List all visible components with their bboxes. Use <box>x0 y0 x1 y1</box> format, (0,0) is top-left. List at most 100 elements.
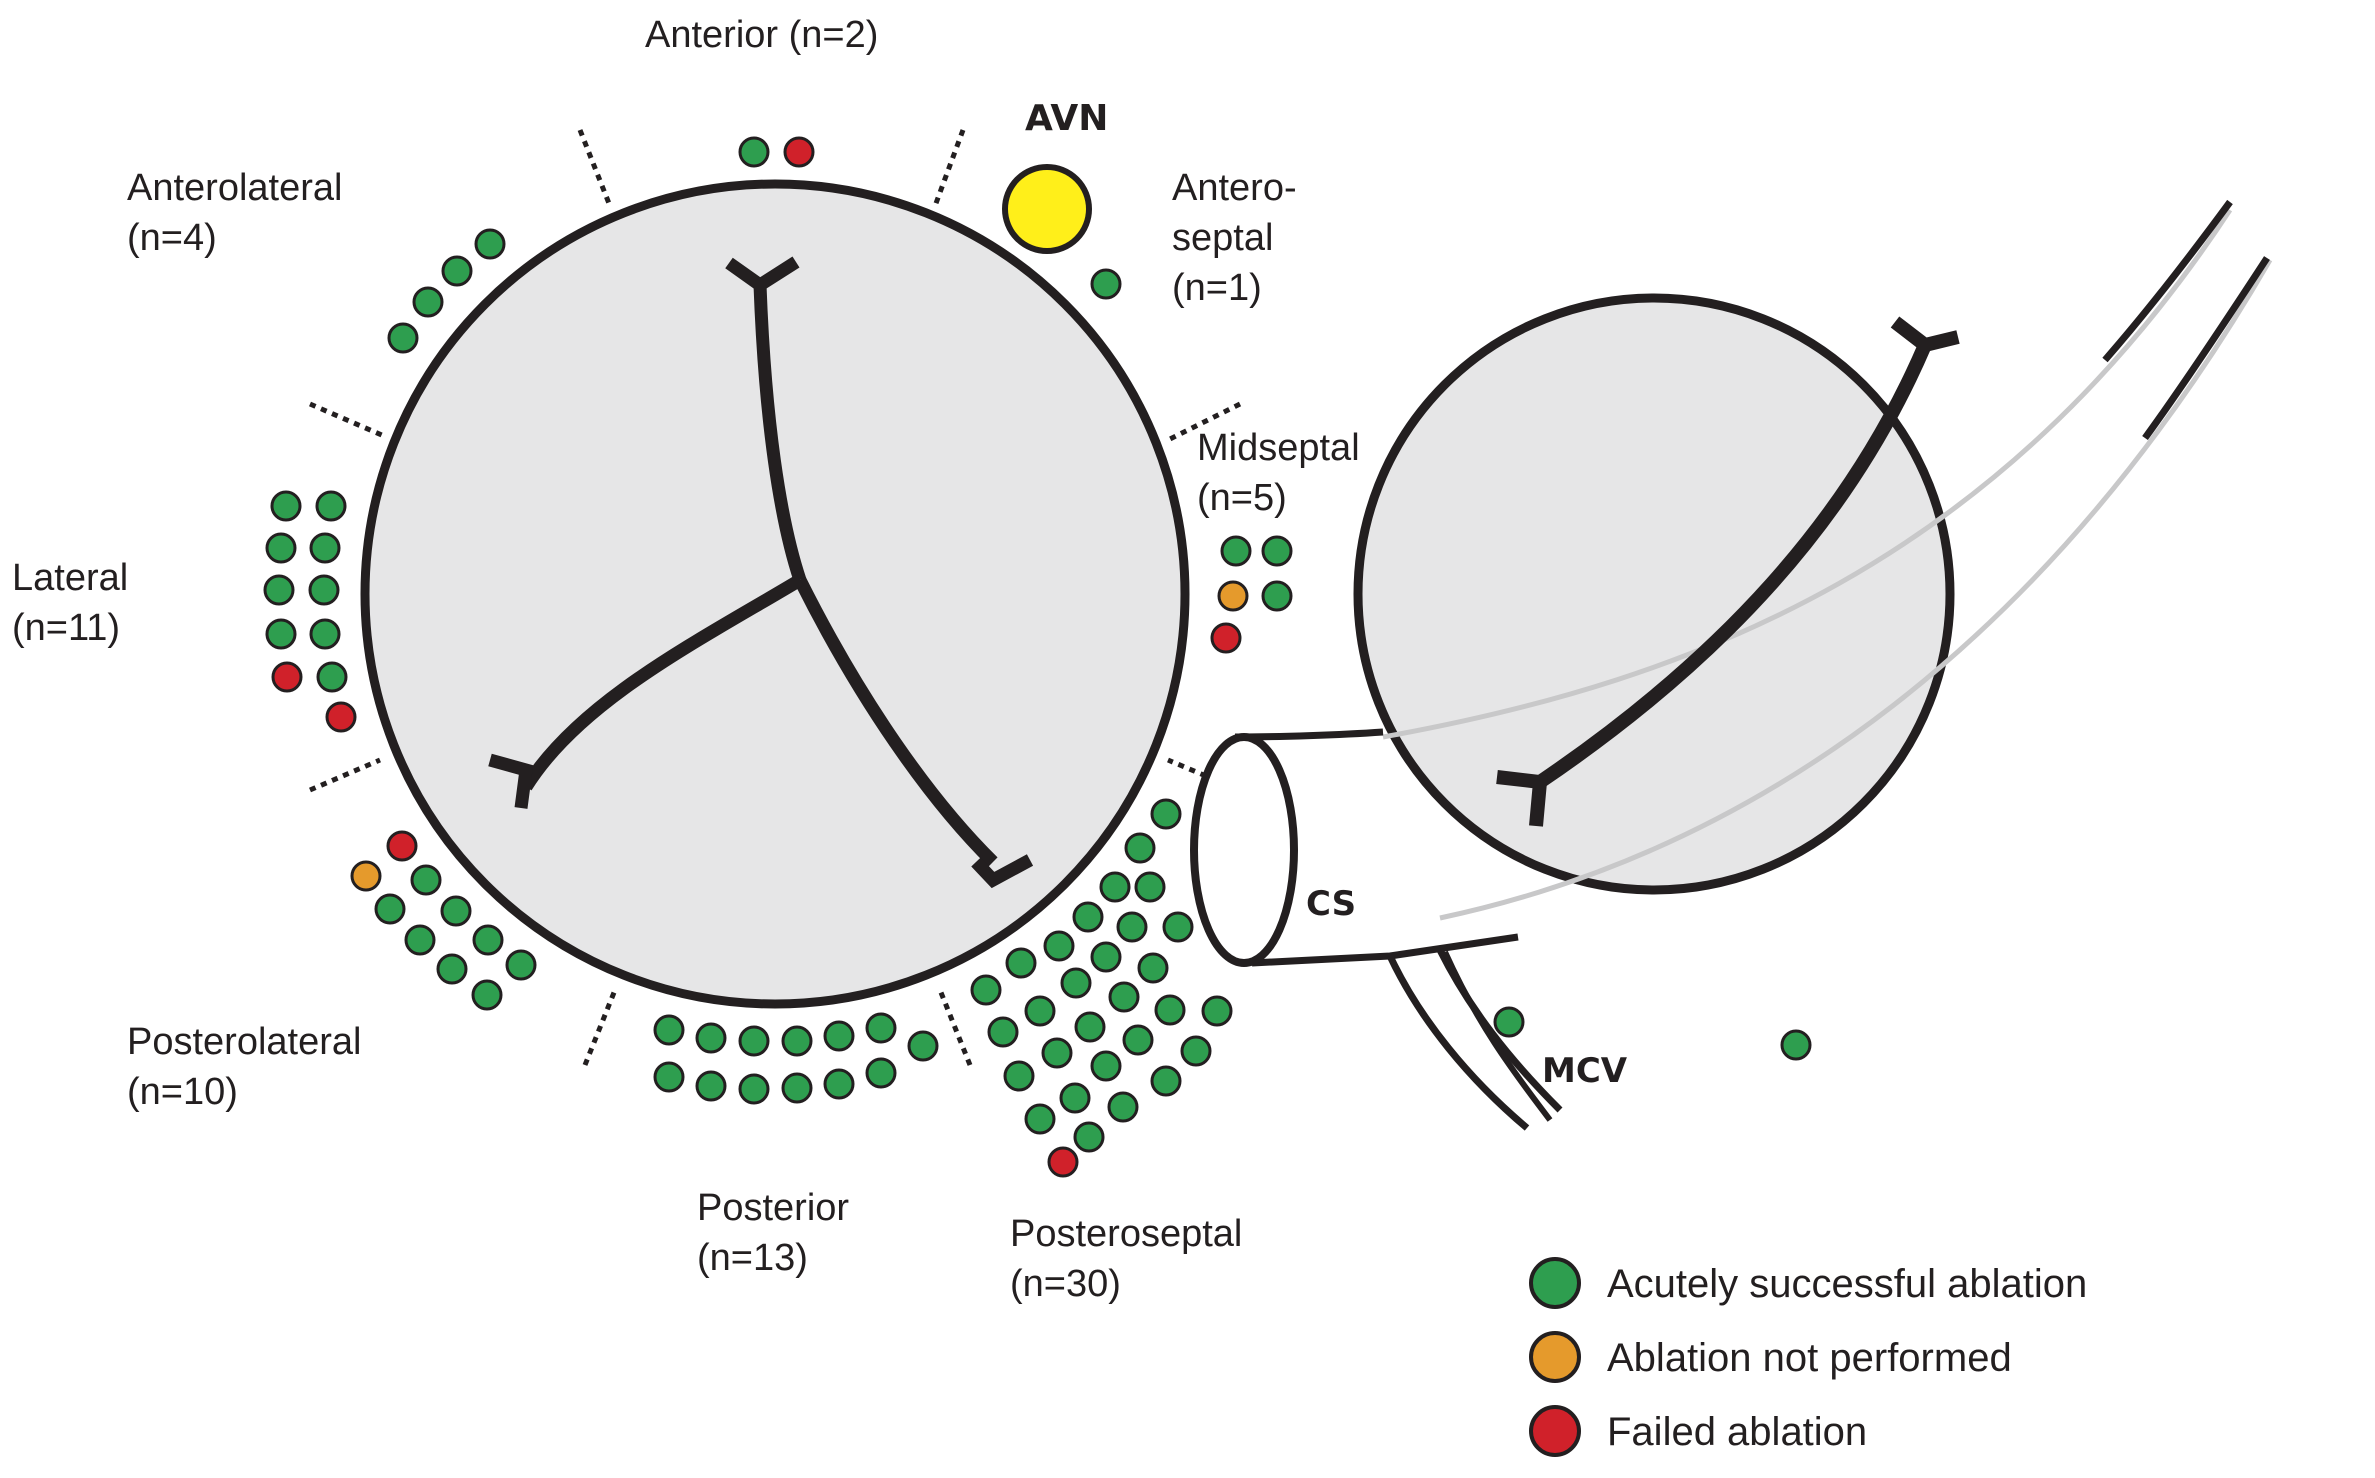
dot-posteroseptal-5 <box>1162 911 1194 943</box>
legend-label-failed: Failed ablation <box>1607 1410 1867 1454</box>
dot-posteroseptal-3 <box>1134 871 1166 903</box>
leaflet-line-anterior <box>753 284 807 583</box>
dot-posterolateral-9 <box>505 949 537 981</box>
dot-posterolateral-1 <box>386 830 418 862</box>
label-mcv: MCV <box>1542 1051 1628 1091</box>
label-anterolateral: Anterolateral (n=4) <box>127 167 353 259</box>
dot-posteroseptal-13 <box>1108 981 1140 1013</box>
dot-posterior-8 <box>653 1061 685 1093</box>
dot-lateral-2 <box>315 490 347 522</box>
separator-anterior-anteroseptal <box>932 129 966 207</box>
separator-anterolateral-anterior <box>577 129 613 207</box>
dot-posterolateral-10 <box>471 979 503 1011</box>
label-lateral: Lateral (n=11) <box>12 557 139 649</box>
right-valve-leaflet-end-bottom <box>1496 770 1548 827</box>
dot-posteroseptal-15 <box>1201 995 1233 1027</box>
dot-posteroseptal-29 <box>1073 1121 1105 1153</box>
dot-posteroseptal-2 <box>1124 832 1156 864</box>
dot-lateral-10 <box>316 661 348 693</box>
dot-posteroseptal-1 <box>1150 798 1182 830</box>
label-posteroseptal: Posteroseptal (n=30) <box>1010 1213 1253 1305</box>
separator-lateral-posterolateral <box>309 757 381 793</box>
leaflet-end-left <box>488 753 534 809</box>
dot-posterior-2 <box>695 1022 727 1054</box>
dot-posterior-3 <box>738 1025 770 1057</box>
dot-posteroseptal-26 <box>1059 1082 1091 1114</box>
dot-lateral-6 <box>308 574 340 606</box>
dot-anterolateral-2 <box>441 255 473 287</box>
label-cs: CS <box>1306 884 1356 924</box>
leaflet-end-right <box>971 854 1034 889</box>
cs-vessel-upper-faded <box>1382 208 2233 740</box>
mcv-vessel-left <box>1386 954 1530 1131</box>
label-midseptal: Midseptal (n=5) <box>1197 427 1370 519</box>
mitral-valve <box>360 179 1190 1009</box>
dot-lateral-4 <box>309 532 341 564</box>
dot-posterior-10 <box>738 1073 770 1105</box>
separator-posterolateral-posterior <box>582 989 618 1066</box>
dot-posterior-5 <box>823 1020 855 1052</box>
dot-anterolateral-3 <box>412 286 444 318</box>
dot-anterolateral-1 <box>474 228 506 260</box>
legend: Acutely successful ablation Ablation not… <box>1529 1257 2087 1457</box>
dot-lateral-11 <box>325 701 357 733</box>
legend-swatch-not-performed <box>1529 1331 1581 1383</box>
dot-posterior-6 <box>865 1012 897 1044</box>
dot-posteroseptal-16 <box>970 974 1002 1006</box>
dot-posteroseptal-22 <box>1041 1037 1073 1069</box>
avn-circle <box>1002 164 1092 254</box>
legend-swatch-failed <box>1529 1405 1581 1457</box>
dot-lateral-5 <box>263 574 295 606</box>
dot-posteroseptal-9 <box>1090 941 1122 973</box>
dot-posteroseptal-17 <box>1024 995 1056 1027</box>
separator-posterior-posteroseptal <box>937 989 973 1066</box>
dot-posteroseptal-27 <box>1107 1091 1139 1123</box>
dot-posteroseptal-7 <box>1072 901 1104 933</box>
label-posterior: Posterior (n=13) <box>697 1187 860 1279</box>
dot-lateral-7 <box>265 618 297 650</box>
dot-posterior-7 <box>907 1030 939 1062</box>
dot-lateral-8 <box>309 618 341 650</box>
dot-posterolateral-5 <box>440 895 472 927</box>
cs-vessel-upper <box>2102 199 2233 363</box>
legend-label-not-performed: Ablation not performed <box>1607 1336 2012 1380</box>
dot-posteroseptal-23 <box>1090 1050 1122 1082</box>
dot-posterior-9 <box>695 1070 727 1102</box>
right-valve-leaflet-end-top <box>1890 316 1960 353</box>
dot-posteroseptal-30 <box>1047 1146 1079 1178</box>
dot-midseptal-3 <box>1217 580 1249 612</box>
coronary-sinus <box>1190 199 2270 1131</box>
separator-anterolateral-lateral <box>309 401 385 439</box>
leaflet-end-top <box>725 256 800 293</box>
dot-posteroseptal-8 <box>1137 952 1169 984</box>
cs-tube-bottom <box>1251 933 1519 967</box>
dot-midseptal-4 <box>1261 580 1293 612</box>
dot-posterolateral-6 <box>404 924 436 956</box>
label-anterior: Anterior (n=2) <box>645 14 878 56</box>
legend-label-success: Acutely successful ablation <box>1607 1262 2087 1306</box>
label-posterolateral: Posterolateral (n=10) <box>127 1021 372 1113</box>
dot-posterior-1 <box>653 1014 685 1046</box>
legend-swatch-success <box>1529 1257 1581 1309</box>
dot-mcv-1 <box>1493 1006 1525 1038</box>
avn-label: AVN <box>1025 98 1108 139</box>
ablation-dots <box>263 136 1812 1178</box>
region-separators <box>309 129 1242 1066</box>
avn-marker: AVN <box>1002 98 1108 254</box>
dot-posteroseptal-28 <box>1024 1103 1056 1135</box>
dot-posteroseptal-18 <box>1074 1011 1106 1043</box>
dot-posterior-13 <box>865 1057 897 1089</box>
dot-posteroseptal-20 <box>1180 1035 1212 1067</box>
cs-vessel-upper-2 <box>2142 256 2270 441</box>
dot-posteroseptal-24 <box>1150 1065 1182 1097</box>
mcv-vessel-inner <box>1442 950 1553 1122</box>
right-valve-circle <box>1353 293 1955 895</box>
cs-ostium <box>1190 733 1298 967</box>
dot-posteroseptal-19 <box>1122 1024 1154 1056</box>
dot-anterior-2 <box>783 136 815 168</box>
label-anteroseptal: Antero- septal (n=1) <box>1172 167 1307 309</box>
dot-midseptal-2 <box>1261 535 1293 567</box>
separator-anteroseptal-midseptal <box>1166 401 1242 443</box>
